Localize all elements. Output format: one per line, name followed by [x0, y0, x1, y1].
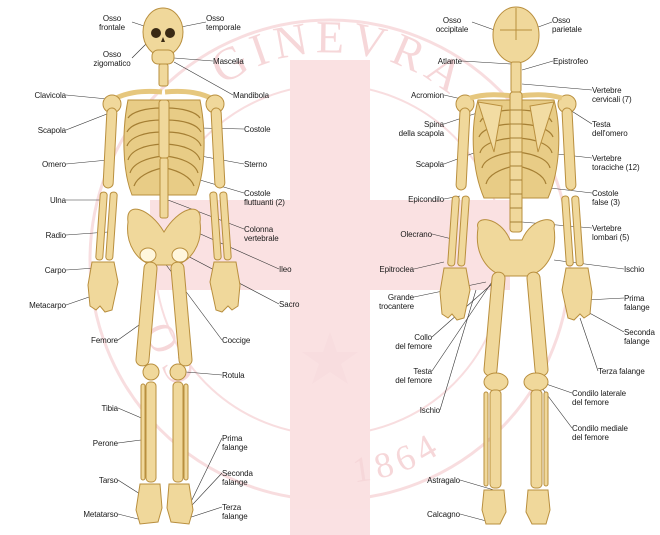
- label-vertebre-lombari: Vertebre lombari (5): [592, 224, 629, 242]
- label-seconda-falange-front: Seconda falange: [222, 469, 253, 487]
- label-testa-femore: Testa del femore: [372, 367, 432, 385]
- leader-line: [522, 84, 592, 90]
- label-clavicola: Clavicola: [20, 91, 66, 100]
- leader-line: [174, 58, 213, 61]
- label-metatarso: Metatarso: [52, 510, 118, 519]
- leader-line: [66, 296, 92, 305]
- leader-line: [66, 160, 108, 164]
- label-osso-parietale: Osso parietale: [552, 16, 582, 34]
- back-foot-left: [482, 490, 506, 524]
- label-scapola: Scapola: [20, 126, 66, 135]
- label-tarso: Tarso: [60, 476, 118, 485]
- front-humerus-left: [103, 108, 117, 188]
- label-prima-falange-back: Prima falange: [624, 294, 650, 312]
- back-cervical: [511, 62, 521, 92]
- leader-line: [522, 61, 553, 70]
- label-calcagno: Calcagno: [402, 510, 460, 519]
- back-foot-right: [526, 490, 550, 524]
- front-radius-left: [106, 192, 118, 260]
- label-epitroclea: Epitroclea: [362, 265, 414, 274]
- label-sterno: Sterno: [244, 160, 267, 169]
- front-sternum: [159, 100, 169, 158]
- label-rotula: Rotula: [222, 371, 245, 380]
- back-humerus-right: [562, 108, 576, 190]
- label-vertebre-toraciche: Vertebre toraciche (12): [592, 154, 640, 172]
- label-condilo-laterale: Condilo laterale del femore: [572, 389, 626, 407]
- label-costole-fluttuanti: Costole fluttuanti (2): [244, 189, 285, 207]
- leader-line: [554, 260, 624, 269]
- front-hand-right: [210, 262, 240, 312]
- label-olecrano: Olecrano: [382, 230, 432, 239]
- front-tibia-left: [146, 382, 156, 482]
- label-coccige: Coccige: [222, 336, 250, 345]
- label-sacro: Sacro: [279, 300, 299, 309]
- label-acromion: Acromion: [392, 91, 444, 100]
- back-humerus-left: [456, 108, 470, 190]
- back-hand-right: [562, 268, 592, 320]
- front-humerus-right: [211, 108, 225, 188]
- front-patella-right: [170, 364, 186, 380]
- label-colonna-vertebrale: Colonna vertebrale: [244, 225, 279, 243]
- leader-line: [460, 480, 494, 490]
- label-condilo-mediale: Condilo mediale del femore: [572, 424, 628, 442]
- label-mascella: Mascella: [213, 57, 244, 66]
- leader-line: [546, 384, 572, 393]
- leader-line: [118, 480, 140, 494]
- label-vertebre-cervicali: Vertebre cervicali (7): [592, 86, 632, 104]
- label-femore: Femore: [60, 336, 118, 345]
- label-terza-falange-front: Terza falange: [222, 503, 248, 521]
- front-spine: [160, 158, 168, 218]
- label-osso-zigomatico: Osso zigomatico: [92, 50, 132, 68]
- label-terza-falange-back: Terza falange: [598, 367, 645, 376]
- front-cervical: [159, 64, 168, 86]
- label-spina-della-scapola: Spina della scapola: [372, 120, 444, 138]
- label-ileo: Ileo: [279, 265, 292, 274]
- label-collo-femore: Collo del femore: [372, 333, 432, 351]
- label-perone: Perone: [60, 439, 118, 448]
- label-prima-falange-front: Prima falange: [222, 434, 248, 452]
- back-tibia-left: [490, 390, 501, 488]
- label-metacarpo: Metacarpo: [8, 301, 66, 310]
- front-foot-right: [167, 484, 193, 524]
- label-carpo: Carpo: [20, 266, 66, 275]
- label-ischio-right: Ischio: [624, 265, 644, 274]
- label-tibia: Tibia: [60, 404, 118, 413]
- back-tibia-right: [531, 390, 542, 488]
- label-ulna: Ulna: [20, 196, 66, 205]
- front-foot-left: [136, 484, 162, 524]
- leader-line: [570, 110, 592, 124]
- label-costole: Costole: [244, 125, 270, 134]
- label-radio: Radio: [20, 231, 66, 240]
- label-epicondilo: Epicondilo: [382, 195, 444, 204]
- label-grande-trocantere: Grande trocantere: [362, 293, 414, 311]
- back-femur-right: [526, 272, 548, 377]
- label-epistrofeo: Epistrofeo: [553, 57, 588, 66]
- front-patella-left: [143, 364, 159, 380]
- label-osso-occipitale: Osso occipitale: [432, 16, 472, 34]
- label-testa-omero: Testa dell'omero: [592, 120, 628, 138]
- label-costole-false: Costole false (3): [592, 189, 620, 207]
- label-omero: Omero: [20, 160, 66, 169]
- back-spine: [510, 92, 522, 232]
- label-scapola-back: Scapola: [392, 160, 444, 169]
- label-mandibola: Mandibola: [233, 91, 269, 100]
- front-tibia-right: [173, 382, 183, 482]
- label-atlante: Atlante: [412, 57, 462, 66]
- leader-line: [66, 112, 112, 130]
- back-hand-left: [440, 268, 470, 320]
- front-jaw: [152, 50, 174, 64]
- front-skull: [143, 8, 183, 56]
- label-osso-temporale: Osso temporale: [206, 14, 241, 32]
- label-astragalo: Astragalo: [402, 476, 460, 485]
- front-hand-left: [88, 262, 118, 312]
- label-osso-frontale: Osso frontale: [92, 14, 132, 32]
- label-ischio-bottom: Ischio: [392, 406, 440, 415]
- front-fibula-left: [141, 384, 145, 480]
- leader-line: [118, 440, 141, 443]
- label-seconda-falange-back: Seconda falange: [624, 328, 655, 346]
- front-fibula-right: [184, 384, 188, 480]
- leader-line: [580, 318, 598, 371]
